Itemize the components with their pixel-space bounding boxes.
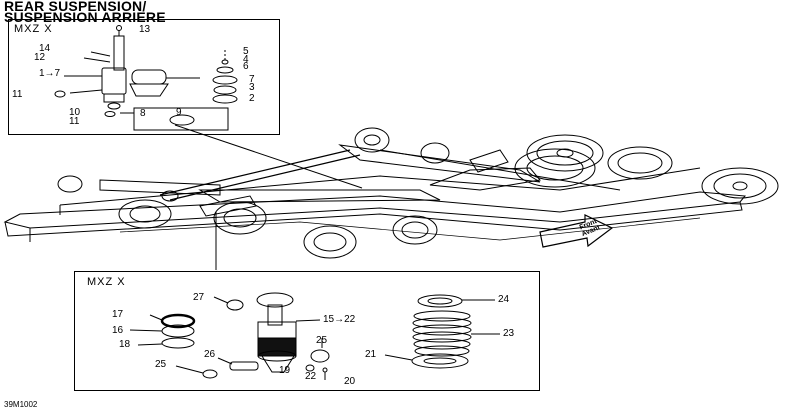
inset-top-model-label: MXZ X	[14, 23, 53, 35]
drawing-code: 39M1002	[4, 400, 38, 409]
callout-17: 17	[112, 309, 124, 320]
center-shock	[199, 149, 509, 217]
inset-box-top: MXZ X	[8, 19, 280, 135]
callout-6: 6	[243, 61, 249, 72]
callout-7: 7	[249, 74, 255, 85]
callout-16: 16	[112, 325, 124, 336]
callout-8: 8	[140, 108, 146, 119]
top-box-parts	[54, 25, 238, 131]
callout-27: 27	[193, 292, 205, 303]
callout-13: 13	[139, 24, 151, 35]
callout-12: 12	[34, 52, 46, 63]
callout-11a: 11	[12, 89, 23, 100]
callout-25a: 25	[316, 335, 328, 346]
inset-box-bottom: MXZ X	[74, 271, 540, 391]
callout-21: 21	[365, 349, 377, 360]
callout-22: 22	[305, 371, 317, 382]
leader-line-top	[174, 124, 363, 189]
callout-25b: 25	[155, 359, 167, 370]
callout-1-7: 1→7	[39, 68, 61, 79]
callout-23: 23	[503, 328, 515, 339]
callout-15-22: 15→22	[323, 314, 356, 325]
callout-26: 26	[204, 349, 216, 360]
callout-20: 20	[344, 376, 356, 387]
idler-wheels	[57, 127, 779, 259]
bottom-box-parts	[129, 292, 500, 380]
spring-coils	[412, 310, 472, 357]
callout-5: 5	[243, 46, 249, 57]
callout-4: 4	[243, 54, 249, 65]
callout-14: 14	[39, 43, 51, 54]
callout-9: 9	[176, 107, 182, 118]
callout-19: 19	[279, 365, 291, 376]
callout-2: 2	[249, 93, 255, 104]
callout-18: 18	[119, 339, 131, 350]
title-line-2: SUSPENSION ARRIERE	[4, 9, 166, 25]
callout-10: 10	[69, 107, 81, 118]
callout-24: 24	[498, 294, 510, 305]
suspension-arms	[99, 144, 621, 203]
callout-3: 3	[249, 82, 255, 93]
callout-11b: 11	[69, 116, 80, 127]
title-line-1: REAR SUSPENSION/	[4, 0, 147, 14]
inset-bottom-model-label: MXZ X	[87, 276, 126, 288]
front-arrow	[539, 214, 614, 248]
page-title: REAR SUSPENSION/ SUSPENSION ARRIERE	[4, 0, 166, 25]
